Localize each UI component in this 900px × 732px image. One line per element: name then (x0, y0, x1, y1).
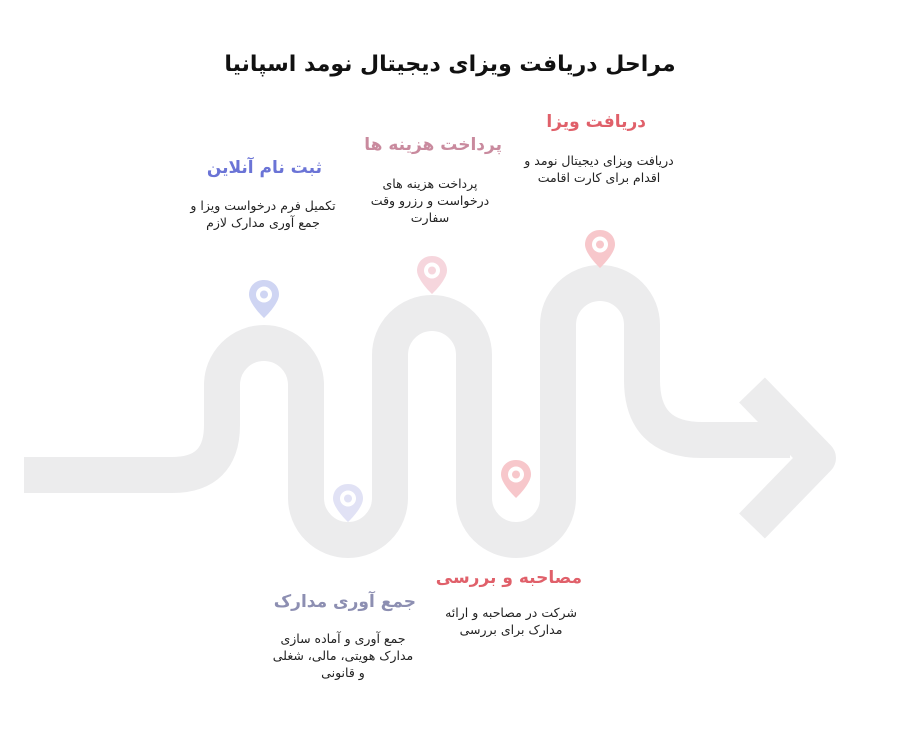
step-desc-receive-visa: دریافت ویزای دیجیتال نومد و اقدام برای ک… (524, 153, 674, 185)
location-pin-icon (585, 230, 615, 268)
step-title-online-registration: ثبت نام آنلاین (206, 158, 322, 178)
step-title-interview-review: مصاحبه و بررسی (435, 568, 582, 588)
step-title-receive-visa: دریافت ویزا (546, 112, 646, 132)
step-title-pay-fees: پرداخت هزینه ها (364, 135, 502, 155)
step-desc-online-registration: تکمیل فرم درخواست ویزا و جمع آوری مدارک … (190, 198, 336, 230)
step-desc-interview-review: شرکت در مصاحبه و ارائه مدارک برای بررسی (445, 605, 577, 637)
location-pin-icon (417, 256, 447, 294)
diagram-title: مراحل دریافت ویزای دیجیتال نومد اسپانیا (224, 52, 676, 77)
location-pin-icon (249, 280, 279, 318)
location-pin-icon (333, 484, 363, 522)
step-title-collect-documents: جمع آوری مدارک (273, 592, 416, 612)
location-pin-icon (501, 460, 531, 498)
step-desc-pay-fees: پرداخت هزینه های درخواست و رزرو وقت سفار… (370, 176, 490, 225)
step-desc-collect-documents: جمع آوری و آماده سازی مدارک هویتی، مالی،… (272, 631, 414, 680)
